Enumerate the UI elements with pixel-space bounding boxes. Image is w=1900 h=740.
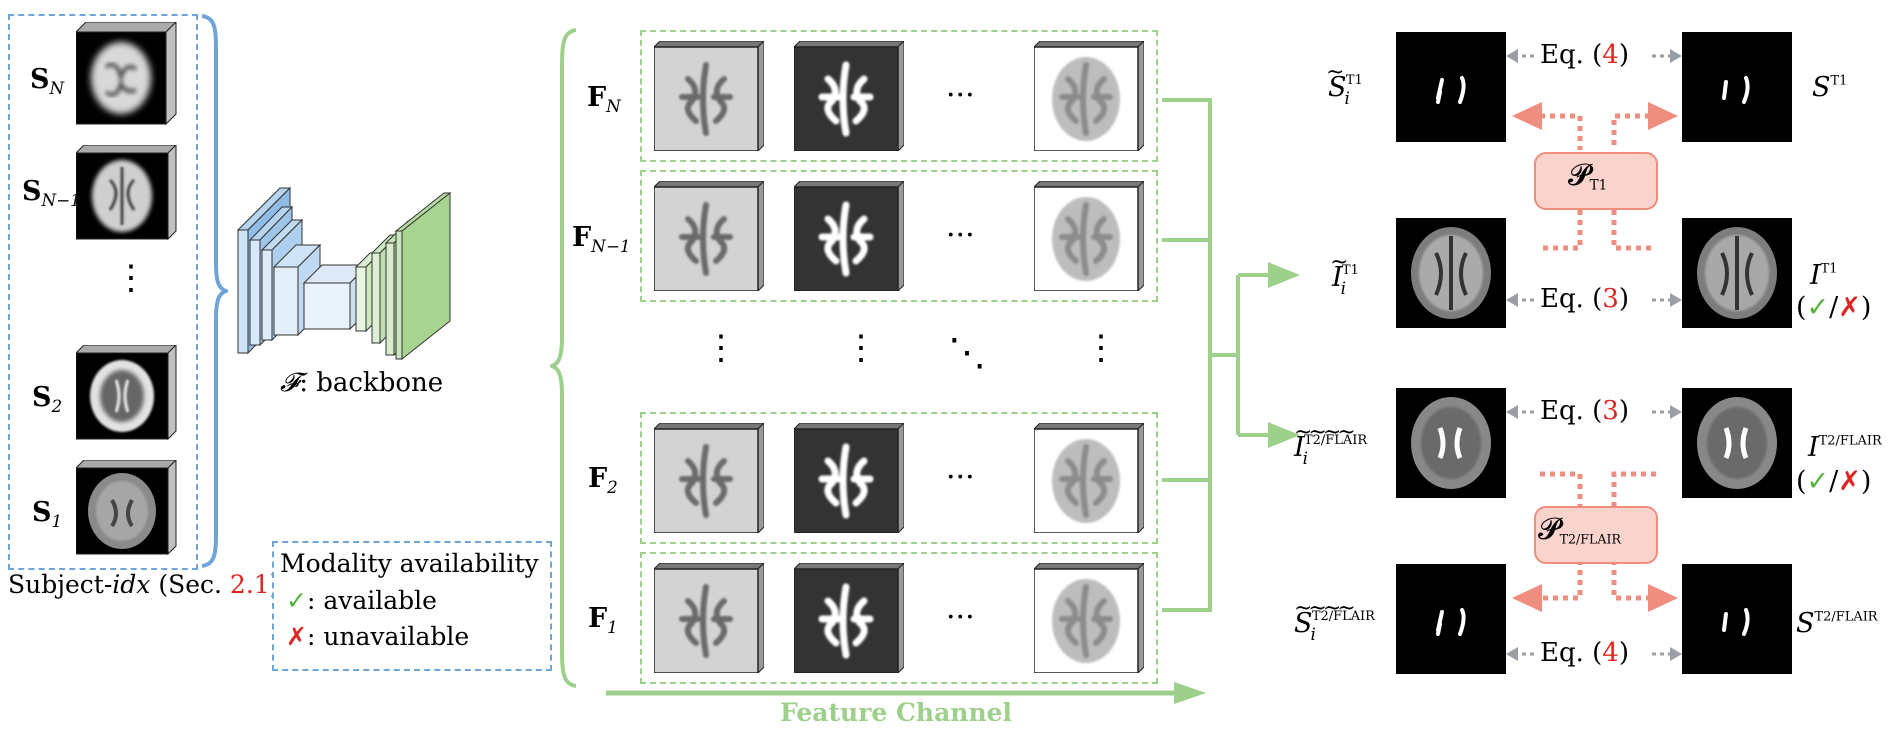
feature-map-tile [794, 181, 904, 291]
feature-map-tile [654, 423, 764, 533]
image-s-t2 [1682, 564, 1792, 674]
eq3-t2: Eq. (3) [1540, 396, 1629, 426]
eq3-t1: Eq. (3) [1540, 284, 1629, 314]
label-i-t2: IT2/FLAIR [1808, 432, 1882, 463]
subject-brace [201, 14, 228, 568]
image-s-t1 [1682, 32, 1792, 142]
feature-row-2 [640, 412, 1158, 544]
label-i-t2-pred: ~~~~IiT2/FLAIR [1294, 420, 1368, 468]
image-s-t2-pred [1396, 564, 1506, 674]
label-i-t1: IT1 [1810, 260, 1838, 291]
projector-connectors [1512, 102, 1678, 612]
slice-vdots: ⋮ [114, 258, 148, 298]
label-s-t2-pred: ~~~~SiT2/FLAIR [1294, 596, 1375, 644]
cross-icon: ✗ [1838, 466, 1861, 497]
projector-t2-label: 𝓟T2/FLAIR [1538, 512, 1621, 547]
feature-label-n: FN [587, 82, 621, 116]
subject-caption: Subject-idx (Sec. 2.1) [8, 570, 279, 599]
availability-t1: (✓/✗) [1796, 292, 1872, 323]
image-i-t2-pred [1396, 388, 1506, 498]
legend-unavailable: ✗: unavailable [286, 622, 470, 651]
legend-box [272, 541, 552, 671]
image-i-t2 [1682, 388, 1792, 498]
hdots-row-n-minus-1: ··· [946, 218, 975, 253]
feature-bracket [1162, 98, 1300, 612]
feature-map-tile [1034, 41, 1144, 151]
feature-map-tile [1034, 423, 1144, 533]
subject-box [8, 14, 198, 570]
slice-label-2: S2 [32, 382, 63, 416]
vdots-col-2: ⋮ [844, 328, 878, 368]
projector-t1 [1534, 152, 1658, 210]
vdots-col-1: ⋮ [704, 328, 738, 368]
slice-image-2 [76, 345, 177, 441]
slice-label-1: S1 [32, 497, 63, 531]
backbone-label: 𝓕: backbone [280, 368, 444, 398]
feature-map-tile [794, 41, 904, 151]
label-s-t1: ST1 [1812, 72, 1848, 103]
check-icon: ✓ [1806, 292, 1830, 323]
label-i-t1-pred: ~IiT1 [1330, 250, 1359, 298]
feature-map-tile [654, 181, 764, 291]
slice-label-n: SN [30, 64, 65, 98]
feature-channel-arrow [606, 682, 1206, 704]
slice-image-n [76, 22, 177, 126]
image-i-t1-pred [1396, 218, 1506, 328]
feature-row-n [640, 30, 1158, 162]
feature-label-2: F2 [588, 463, 618, 497]
vdots-col-4: ⋮ [1084, 328, 1118, 368]
feature-map-tile [654, 563, 764, 673]
projector-t2 [1534, 506, 1658, 564]
feature-row-n-minus-1 [640, 170, 1158, 302]
feature-map-tile [654, 41, 764, 151]
image-i-t1 [1682, 218, 1792, 328]
eq-arrows [1506, 49, 1682, 661]
hdots-row-1: ··· [946, 600, 975, 635]
feature-channel-label: Feature Channel [780, 698, 1013, 727]
hdots-row-2: ··· [946, 460, 975, 495]
slice-image-n-minus-1 [76, 145, 177, 241]
slice-label-n-minus-1: SN−1 [22, 176, 81, 210]
check-icon: ✓ [1806, 466, 1830, 497]
eq4-top: Eq. (4) [1540, 40, 1629, 70]
feature-label-1: F1 [588, 603, 618, 637]
legend-title: Modality availability [280, 549, 539, 578]
feature-row-1 [640, 552, 1158, 684]
feature-label-n-minus-1: FN−1 [572, 222, 631, 256]
projector-t1-label: 𝓟T1 [1568, 158, 1608, 194]
feature-map-tile [794, 423, 904, 533]
backbone-network [236, 186, 452, 361]
cross-icon: ✗ [286, 622, 307, 651]
legend-available: ✓: available [286, 586, 437, 615]
image-s-t1-pred [1396, 32, 1506, 142]
slice-image-1 [76, 460, 177, 556]
label-s-t1-pred: ~SiT1 [1326, 60, 1363, 108]
feature-map-tile [794, 563, 904, 673]
hdots-row-n: ··· [946, 78, 975, 113]
feature-map-tile [1034, 563, 1144, 673]
feature-map-tile [1034, 181, 1144, 291]
eq4-bottom: Eq. (4) [1540, 638, 1629, 668]
check-icon: ✓ [286, 586, 307, 615]
availability-t2: (✓/✗) [1796, 466, 1872, 497]
cross-icon: ✗ [1838, 292, 1861, 323]
ddots: ⋱ [948, 330, 986, 374]
feature-brace [550, 28, 577, 688]
label-s-t2: ST2/FLAIR [1796, 608, 1878, 639]
